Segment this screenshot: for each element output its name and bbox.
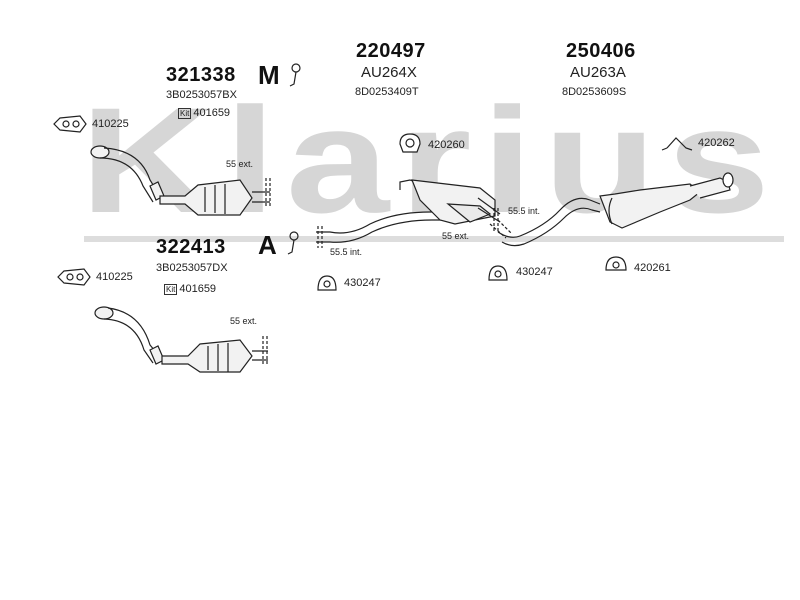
joint-label-ext-bottom: 55 ext. [230,316,258,326]
hanger-icon [661,137,693,151]
kit-label: Kit [178,108,192,119]
downpipe-cat-top [90,145,271,216]
part-number-centre: 220497 [356,40,426,62]
part-number-rear: 250406 [566,40,636,62]
transmission-letter-variant-2: A [258,230,277,260]
cat-converter-top [159,179,253,216]
gasket-label-top: 410225 [92,118,129,130]
joint-label-int-mid: 55.5 int. [508,206,541,216]
mount-label-right: 420261 [634,262,671,274]
gasket-label-bottom: 410225 [96,271,133,283]
code-centre: AU264X [361,64,417,81]
oem-variant-2: 3B0253057DX [156,262,228,274]
joint-label-int-left: 55.5 int. [330,247,363,257]
part-number-variant-2: 322413 [156,236,226,258]
watermark-underline [84,236,784,242]
auto-transmission-person-icon [287,231,299,255]
rubber-mount-icon [317,275,337,291]
joint-label-ext-top: 55 ext. [226,159,254,169]
joint-label-ext-mid: 55 ext. [442,231,470,241]
gasket-icon [57,268,91,286]
rubber-mount-icon [605,256,627,271]
code-rear: AU263A [570,64,626,81]
oem-centre: 8D0253409T [355,86,419,98]
mount-label-left: 430247 [344,277,381,289]
oem-variant-1: 3B0253057BX [166,89,237,101]
cat-converter-bottom [161,339,253,373]
kit-number: 401659 [179,283,217,295]
centre-silencer [316,179,501,248]
oem-rear: 8D0253609S [562,86,627,98]
mount-label-mid: 430247 [516,266,553,278]
part-number-variant-1: 321338 [166,64,236,86]
rubber-mount-icon [488,265,508,281]
manual-transmission-person-icon [289,63,301,87]
transmission-letter-variant-1: M [258,60,280,90]
clamp-label-mid: 420260 [428,139,465,151]
downpipe-cat-bottom [94,306,268,373]
gasket-icon [53,115,87,133]
kit-number: 401659 [193,107,231,119]
hanger-label-rear: 420262 [698,137,735,149]
rear-silencer [489,172,734,247]
clamp-icon [399,133,421,153]
kit-label: Kit [164,284,178,295]
watermark-text: Klarius [80,76,780,244]
